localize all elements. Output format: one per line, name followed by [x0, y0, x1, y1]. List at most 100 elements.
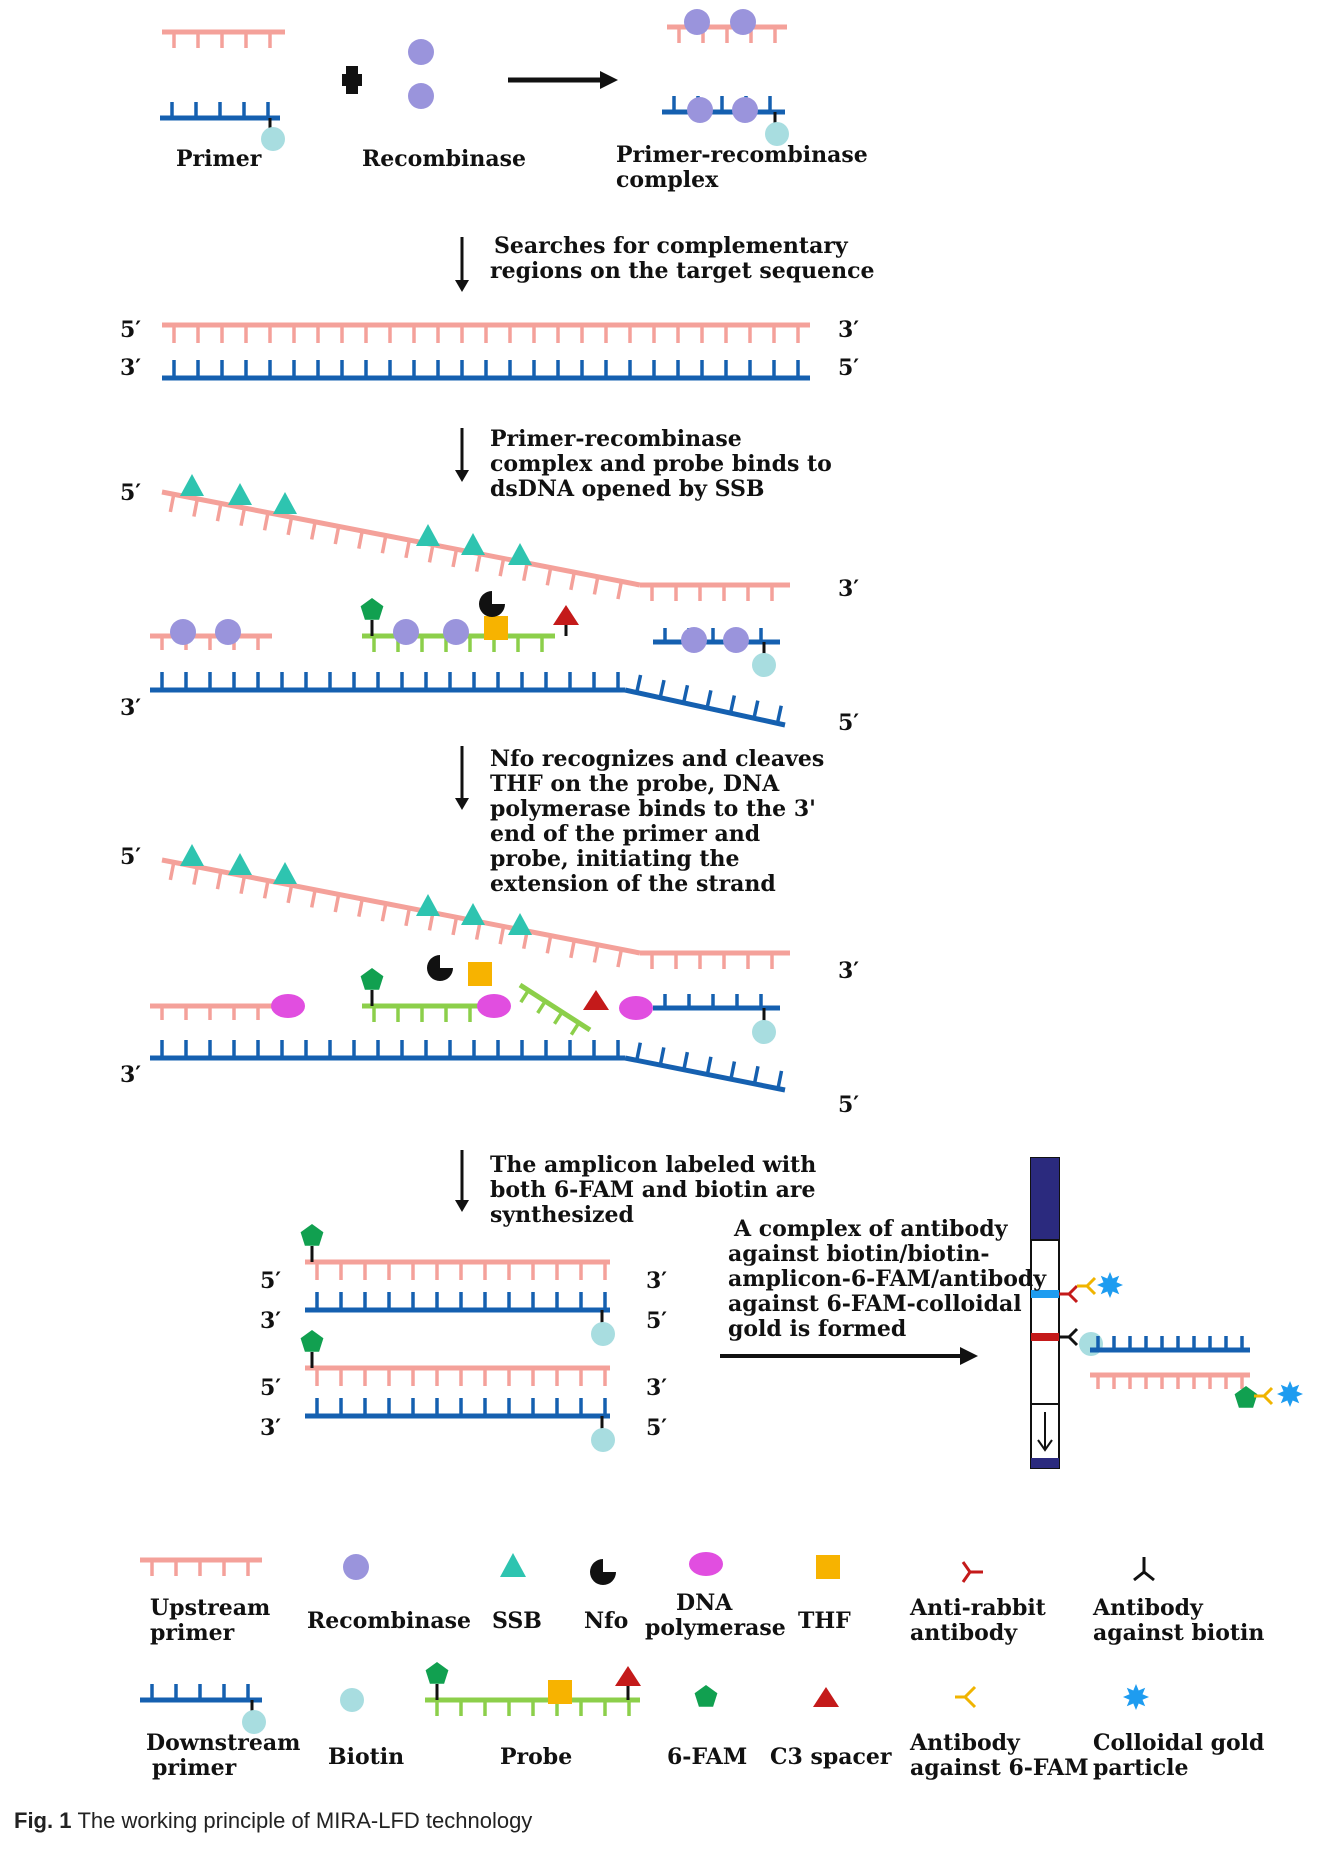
p3-ssb-6 [508, 913, 532, 935]
p3-top-strand-open-tooth [309, 889, 317, 908]
legend-downstream-label-2: primer [152, 1755, 237, 1781]
legend-c3-label: C3 spacer [770, 1744, 892, 1770]
panel3-end-3-top: 3′ [838, 958, 859, 984]
legend-nfo-label: Nfo [584, 1608, 628, 1634]
p2-top-strand-open-tooth [545, 567, 553, 586]
top-arrow-head [600, 71, 618, 89]
complex-label-line2: complex [616, 167, 719, 193]
legend-gold-icon [1123, 1684, 1149, 1710]
arrow-step3-head [455, 798, 469, 810]
step5-line2: against biotin/biotin- [728, 1241, 989, 1267]
arrow-step1-head [455, 280, 469, 292]
p3-ssb-1 [180, 844, 204, 866]
step5-line4: against 6-FAM-colloidal [728, 1291, 1022, 1317]
step5-line5: gold is formed [728, 1316, 906, 1342]
step5-line3: amplicon-6-FAM/antibody [728, 1266, 1047, 1292]
legend-upstream-label-2: primer [150, 1620, 235, 1646]
p2-bottom-strand-open-tooth [658, 679, 666, 699]
p3-top-strand-open-tooth [357, 898, 364, 917]
p3-bottom-strand-open-tooth [658, 1047, 666, 1066]
p2-top-strand-open-tooth [357, 530, 364, 549]
legend-probe-fam-icon [425, 1662, 449, 1684]
step2-line3: dsDNA opened by SSB [490, 476, 764, 502]
p2-recombinase-4 [443, 619, 469, 645]
legend-ssb-label: SSB [492, 1608, 542, 1634]
complex-biotin-icon [765, 122, 789, 146]
p3-bottom-strand-open-tooth [729, 1061, 737, 1080]
p2-ssb-6 [508, 543, 532, 565]
end-3-top: 3′ [838, 317, 859, 343]
legend-anti-fam-icon [955, 1685, 977, 1709]
legend-gold-label-2: particle [1093, 1755, 1189, 1781]
step5-line1: A complex of antibody [733, 1216, 1009, 1242]
legend-anti-biotin-label-2: against biotin [1093, 1620, 1264, 1646]
p2-top-strand-open-tooth [286, 516, 294, 536]
step3-line6: extension of the strand [490, 871, 776, 897]
panel2-end-3-bottom: 3′ [120, 695, 141, 721]
p3-bottom-strand-open-tooth [752, 1065, 760, 1085]
legend-downstream-biotin-icon [242, 1710, 266, 1734]
p3-top-strand-open-tooth [333, 894, 341, 913]
p3-top-strand-open-tooth [404, 907, 412, 927]
step4-line1: The amplicon labeled with [490, 1152, 816, 1178]
p2-recombinase-5 [681, 627, 707, 653]
p2-ssb-1 [180, 474, 204, 496]
legend-polymerase-label-2: polymerase [645, 1615, 786, 1641]
caption-label: Fig. 1 [14, 1808, 72, 1833]
legend-anti-fam-label-1: Antibody [909, 1730, 1021, 1756]
p2-top-strand-open-tooth [404, 539, 412, 559]
amplicon2-fam-icon [300, 1330, 324, 1352]
p2-top-strand-open-tooth [451, 548, 459, 568]
legend-fam-icon [694, 1685, 718, 1707]
legend-anti-biotin-icon [1133, 1557, 1155, 1582]
p3-bottom-strand-open-tooth [682, 1051, 690, 1071]
legend-fam-label: 6-FAM [667, 1744, 747, 1770]
p2-fam-icon [360, 598, 384, 620]
p2-bottom-strand-open-tooth [635, 674, 643, 693]
p3-ssb-3 [273, 862, 297, 884]
legend-probe-thf-icon [548, 1680, 572, 1704]
p3-top-strand-open-backbone [161, 857, 641, 956]
legend-anti-rabbit-label-1: Anti-rabbit [909, 1595, 1047, 1621]
panel2-end-5-top: 5′ [120, 480, 141, 506]
p2-bottom-strand-open-tooth [705, 689, 713, 709]
p3-bottom-strand-open-tooth [776, 1070, 784, 1089]
p2-bottom-strand-open-tooth [775, 705, 783, 724]
test-anti-biotin-icon [1059, 1327, 1079, 1347]
legend-polymerase-label-1: DNA [676, 1590, 733, 1616]
amplicon2-end-5-top: 5′ [260, 1375, 281, 1401]
step3-line3: polymerase binds to the 3' [490, 796, 816, 822]
p2-top-strand-open-backbone [161, 489, 641, 588]
p2-top-strand-open-tooth [380, 535, 388, 554]
p3-ssb-5 [461, 903, 485, 925]
p3-polymerase-1 [271, 994, 305, 1018]
panel3-end-5-bottom: 5′ [838, 1092, 859, 1118]
amplicon2-end-5-bottom: 5′ [646, 1415, 667, 1441]
legend-downstream-label-1: Downstream [146, 1730, 300, 1756]
p3-top-strand-open-tooth [569, 939, 576, 959]
p3-bottom-strand-open-backbone [624, 1055, 786, 1093]
strip-test-line [1031, 1333, 1059, 1341]
amplicon1-end-5-top: 5′ [260, 1268, 281, 1294]
p2-top-strand-open-tooth [239, 507, 247, 527]
strip-absorbent-pad [1031, 1458, 1059, 1468]
amplicon1-fam-icon [300, 1224, 324, 1246]
legend-recombinase-label: Recombinase [307, 1608, 471, 1634]
step3-line4: end of the primer and [490, 821, 760, 847]
complex-recombinase-1 [684, 9, 710, 35]
p2-bottom-strand-open-backbone [624, 687, 786, 728]
legend-ssb-icon [500, 1553, 526, 1577]
p2-bottom-strand-open-tooth [752, 700, 760, 719]
end-5-top: 5′ [120, 317, 141, 343]
p2-bottom-strand-open-tooth [728, 695, 737, 714]
complex-label-line1: Primer-recombinase [616, 142, 868, 168]
step3-line5: probe, initiating the [490, 846, 740, 872]
amplicon1-end-3-top: 3′ [646, 1268, 667, 1294]
p3-top-strand-open-tooth [616, 949, 624, 968]
p3-polymerase-2 [477, 994, 511, 1018]
end-3-bottom: 3′ [120, 355, 141, 381]
arrow-step2-head [455, 470, 469, 482]
p2-recombinase-2 [215, 619, 241, 645]
p2-recombinase-3 [393, 619, 419, 645]
